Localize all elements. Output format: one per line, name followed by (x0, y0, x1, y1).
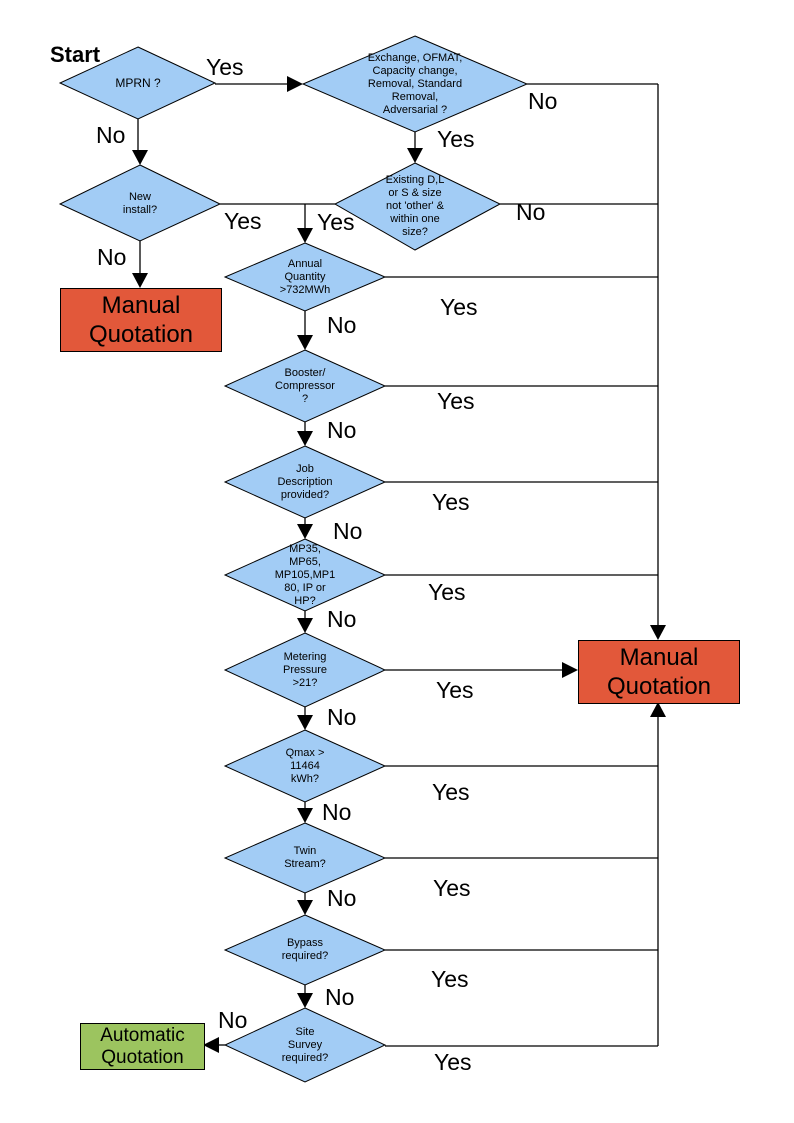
start-label: Start (50, 42, 101, 67)
decision-annual-label: Annual Quantity >732MWh (279, 257, 331, 296)
edge-label-job-no: No (333, 518, 363, 544)
arrow-into-manual-right-top (650, 625, 666, 640)
arrow-into-metertype (297, 524, 313, 539)
edge-label-job-yes: Yes (432, 489, 470, 515)
edge-label-booster-no: No (327, 417, 357, 443)
edge-label-annual-yes: Yes (440, 294, 478, 320)
edge-label-existing-yes: Yes (317, 209, 355, 235)
arrow-into-job (297, 431, 313, 446)
edge-label-newinstall-yes: Yes (224, 208, 262, 234)
decision-bypass-shape (223, 914, 387, 986)
decision-twin-label: Twin Stream? (284, 845, 326, 870)
edge-label-metering-no: No (327, 704, 357, 730)
arrow-into-exchange (287, 76, 303, 92)
arrow-into-annual (297, 228, 313, 243)
decision-newinstall-label: New install? (122, 191, 158, 216)
decision-metertype-label: MP35, MP65, MP105,MP1 80, IP or HP? (274, 542, 336, 607)
arrow-into-site (297, 993, 313, 1008)
decision-exchange-label: Exchange, OFMAT, Capacity change, Remova… (367, 51, 463, 116)
decision-mprn-shape (58, 46, 217, 120)
decision-site-label: Site Survey required? (281, 1025, 329, 1064)
arrow-into-automatic (203, 1037, 219, 1053)
edge-label-site-no: No (218, 1007, 248, 1033)
arrow-into-bypass (297, 900, 313, 915)
arrow-into-newinstall (132, 150, 148, 165)
decision-qmax-shape (223, 729, 387, 803)
edge-label-metering-yes: Yes (436, 677, 474, 703)
edge-label-twin-yes: Yes (433, 875, 471, 901)
arrow-into-booster (297, 335, 313, 350)
decision-metertype-shape (223, 538, 387, 612)
edge-label-bypass-no: No (325, 984, 355, 1010)
edge-label-newinstall-no: No (97, 244, 127, 270)
edge-label-metertype-no: No (327, 606, 357, 632)
arrow-into-manual-right-left (562, 662, 578, 678)
decision-mprn-label: MPRN ? (115, 75, 161, 90)
edge-label-qmax-no: No (322, 799, 352, 825)
edge-label-bypass-yes: Yes (431, 966, 469, 992)
decision-job-shape (223, 445, 387, 519)
decision-twin-shape (223, 822, 387, 894)
edge-label-mprn-no: No (96, 122, 126, 148)
decision-metering-label: Metering Pressure >21? (282, 650, 328, 689)
edge-label-annual-no: No (327, 312, 357, 338)
terminal-manual-quotation-right: Manual Quotation (578, 640, 740, 704)
decision-site-shape (223, 1007, 387, 1083)
edge-label-existing-no: No (516, 199, 546, 225)
arrow-into-twin (297, 808, 313, 823)
decision-qmax-label: Qmax > 11464 kWh? (285, 746, 325, 785)
decision-job-label: Job Description provided? (277, 462, 333, 501)
arrow-into-existing (407, 148, 423, 163)
decision-booster-label: Booster/ Compressor ? (275, 366, 335, 405)
arrow-into-metering (297, 618, 313, 633)
edge-label-qmax-yes: Yes (432, 779, 470, 805)
edge-label-mprn-yes: Yes (206, 54, 244, 80)
decision-existing-shape (333, 162, 502, 251)
decision-exchange-shape (301, 35, 529, 133)
arrow-into-qmax (297, 715, 313, 730)
edge-label-twin-no: No (327, 885, 357, 911)
terminal-automatic-quotation: Automatic Quotation (80, 1023, 205, 1070)
terminal-manual-quotation-left: Manual Quotation (60, 288, 222, 352)
arrow-into-manual-right-bottom (650, 702, 666, 717)
decision-newinstall-shape (58, 164, 222, 242)
decision-booster-shape (223, 349, 387, 423)
edge-label-exchange-no: No (528, 88, 558, 114)
edge-label-site-yes: Yes (434, 1049, 472, 1075)
edge-label-exchange-yes: Yes (437, 126, 475, 152)
edge-label-booster-yes: Yes (437, 388, 475, 414)
decision-existing-label: Existing D,L or S & size not 'other' & w… (385, 173, 445, 238)
arrow-into-manual-left (132, 273, 148, 288)
decision-metering-shape (223, 632, 387, 708)
decision-bypass-label: Bypass required? (281, 937, 329, 962)
edge-label-metertype-yes: Yes (428, 579, 466, 605)
decision-annual-shape (223, 242, 387, 312)
